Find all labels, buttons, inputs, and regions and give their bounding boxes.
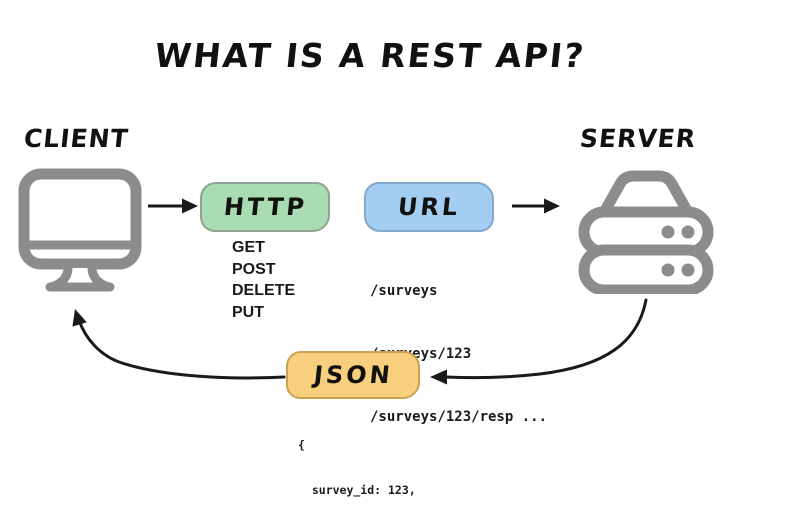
json-code-block: { survey_id: 123, score: 9, message: "am… bbox=[298, 408, 464, 505]
page-title: WHAT IS A REST API? bbox=[152, 36, 588, 75]
url-box: URL bbox=[364, 182, 494, 232]
http-method: GET bbox=[232, 239, 265, 256]
client-label: CLIENT bbox=[22, 124, 131, 153]
http-method: DELETE bbox=[232, 282, 296, 299]
arrow-client-to-http bbox=[148, 198, 198, 214]
client-monitor-icon bbox=[18, 168, 142, 292]
json-code-line: survey_id: 123, bbox=[298, 483, 416, 497]
server-label: SERVER bbox=[578, 124, 698, 153]
http-method: POST bbox=[232, 260, 276, 278]
url-path: /surveys/123/resp ... bbox=[370, 409, 548, 425]
http-methods-list: GET POST DELETE PUT bbox=[232, 237, 295, 323]
http-box-label: HTTP bbox=[222, 193, 308, 221]
arrow-url-to-server bbox=[512, 198, 560, 214]
json-box: JSON bbox=[286, 351, 420, 399]
url-path: /surveys bbox=[370, 283, 438, 299]
json-code-line: { bbox=[298, 438, 305, 452]
json-box-label: JSON bbox=[312, 361, 394, 389]
http-box: HTTP bbox=[200, 182, 330, 232]
url-box-label: URL bbox=[396, 193, 462, 221]
server-stack-icon bbox=[578, 170, 714, 294]
http-method: PUT bbox=[232, 303, 264, 321]
